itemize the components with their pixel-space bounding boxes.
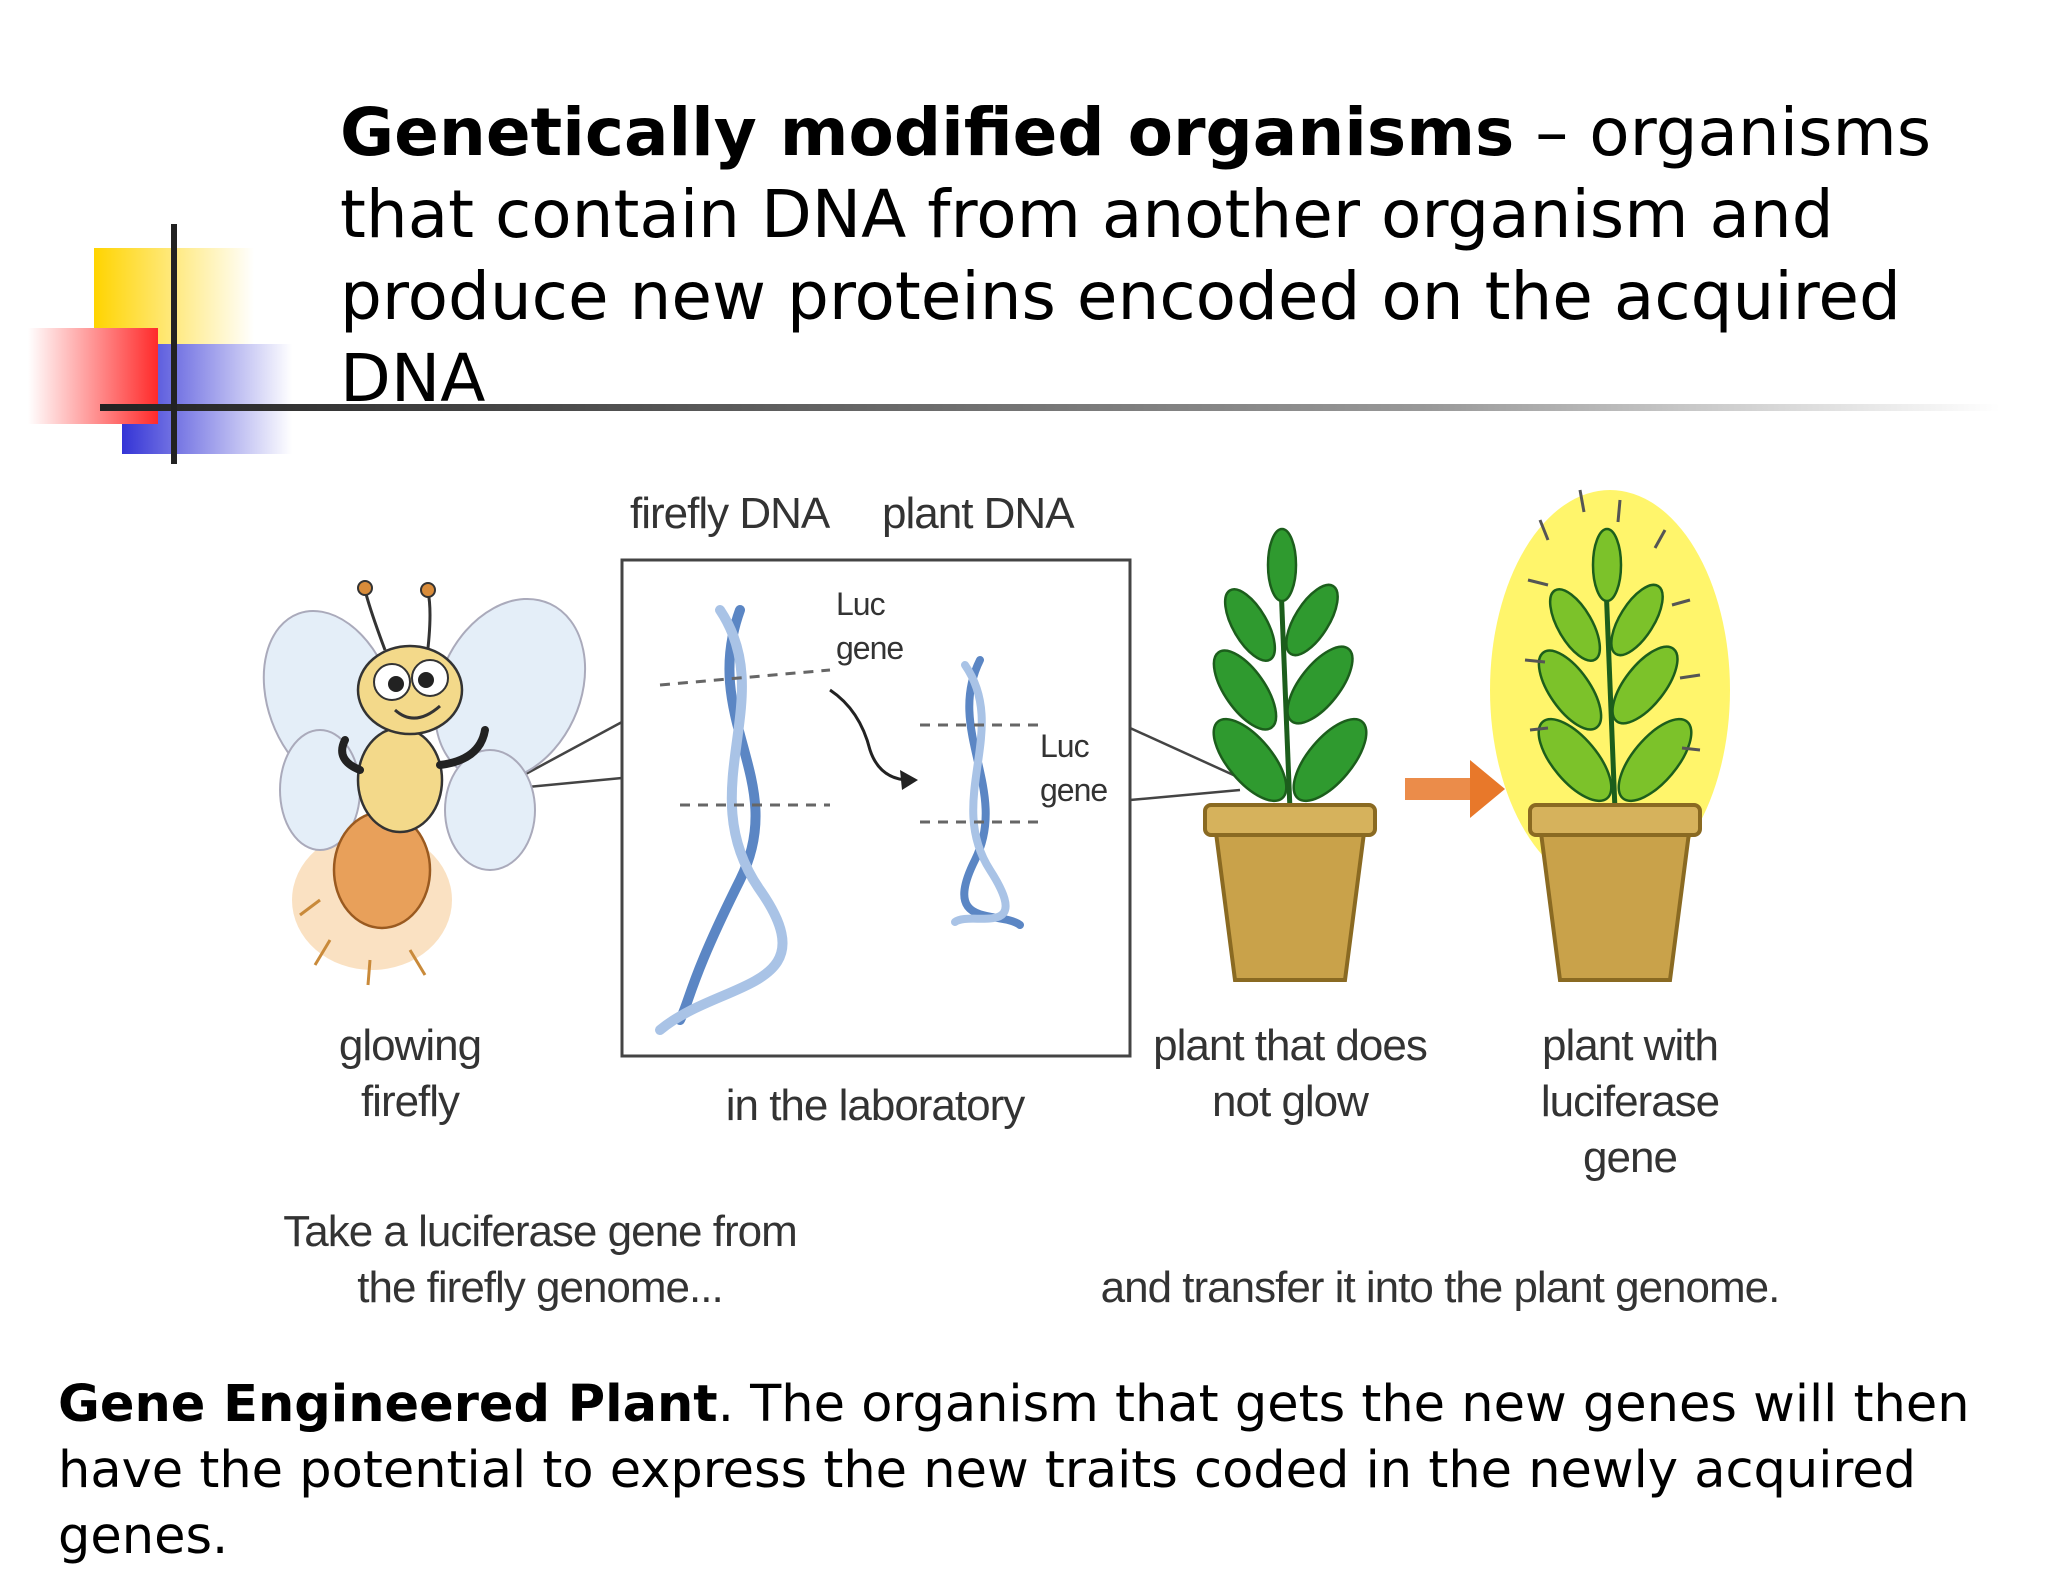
label-glowing-firefly: glowing firefly <box>338 1021 482 1126</box>
firefly-antenna <box>363 589 432 651</box>
firefly-illustration <box>262 580 587 986</box>
header-rule <box>100 404 2000 411</box>
label-take-gene: Take a luciferase gene from the firefly … <box>283 1207 798 1312</box>
title-rest: – organisms that contain DNA from anothe… <box>340 94 1932 417</box>
dna-cut-lines <box>659 668 1040 824</box>
label-plant-dna: plant DNA <box>882 489 1075 538</box>
label-transfer-gene: and transfer it into the plant genome. <box>1100 1263 1781 1312</box>
label-plant-no-glow: plant that does not glow <box>1153 1021 1428 1126</box>
plant-dna-strand <box>951 656 1024 929</box>
firefly-wing-lower-right <box>444 749 536 871</box>
firefly-body <box>356 726 444 834</box>
label-luc-gene-firefly: Luc gene <box>836 586 904 666</box>
firefly-arms <box>338 726 489 774</box>
label-luc-gene-plant: Luc gene <box>1040 728 1108 808</box>
caption-bold: Gene Engineered Plant <box>58 1375 718 1434</box>
firefly-head <box>356 644 464 736</box>
plant-no-glow <box>1203 527 1377 982</box>
transformation-arrow <box>1405 760 1505 818</box>
laboratory-box <box>620 558 1132 1058</box>
gmo-diagram <box>262 489 1730 1058</box>
slide-title: Genetically modified organisms – organis… <box>340 92 2020 420</box>
label-plant-luciferase: plant with luciferase gene <box>1540 1021 1720 1182</box>
plant-connector-lines <box>1129 726 1241 802</box>
firefly-smile <box>393 704 441 720</box>
title-bold: Genetically modified organisms <box>340 94 1515 171</box>
vertical-rule <box>171 224 177 464</box>
slide-caption: Gene Engineered Plant. The organism that… <box>58 1372 2018 1570</box>
label-firefly-dna: firefly DNA <box>630 489 830 538</box>
slide-decoration <box>28 224 2000 464</box>
caption-rest: . The organism that gets the new genes w… <box>58 1375 1970 1566</box>
plant-glowing <box>1490 489 1730 982</box>
firefly-dna-strand <box>655 605 788 1035</box>
label-laboratory: in the laboratory <box>725 1081 1026 1130</box>
transfer-curve-arrow <box>829 688 911 782</box>
